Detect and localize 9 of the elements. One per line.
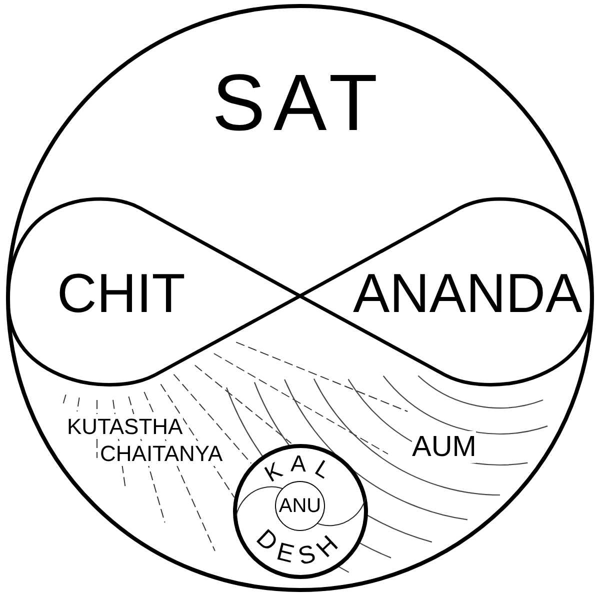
arc-label: DESH	[250, 524, 350, 571]
inner-circle	[275, 481, 325, 531]
region-label: ANANDA	[353, 266, 582, 321]
circle-label: ANU	[278, 495, 322, 517]
text-label: KUTASTHA CHAITANYA	[67, 413, 224, 467]
arc-label: KAL	[260, 450, 342, 488]
region-label: SAT	[212, 63, 386, 143]
text-label: AUM	[412, 431, 476, 464]
region-label: CHIT	[57, 266, 186, 321]
